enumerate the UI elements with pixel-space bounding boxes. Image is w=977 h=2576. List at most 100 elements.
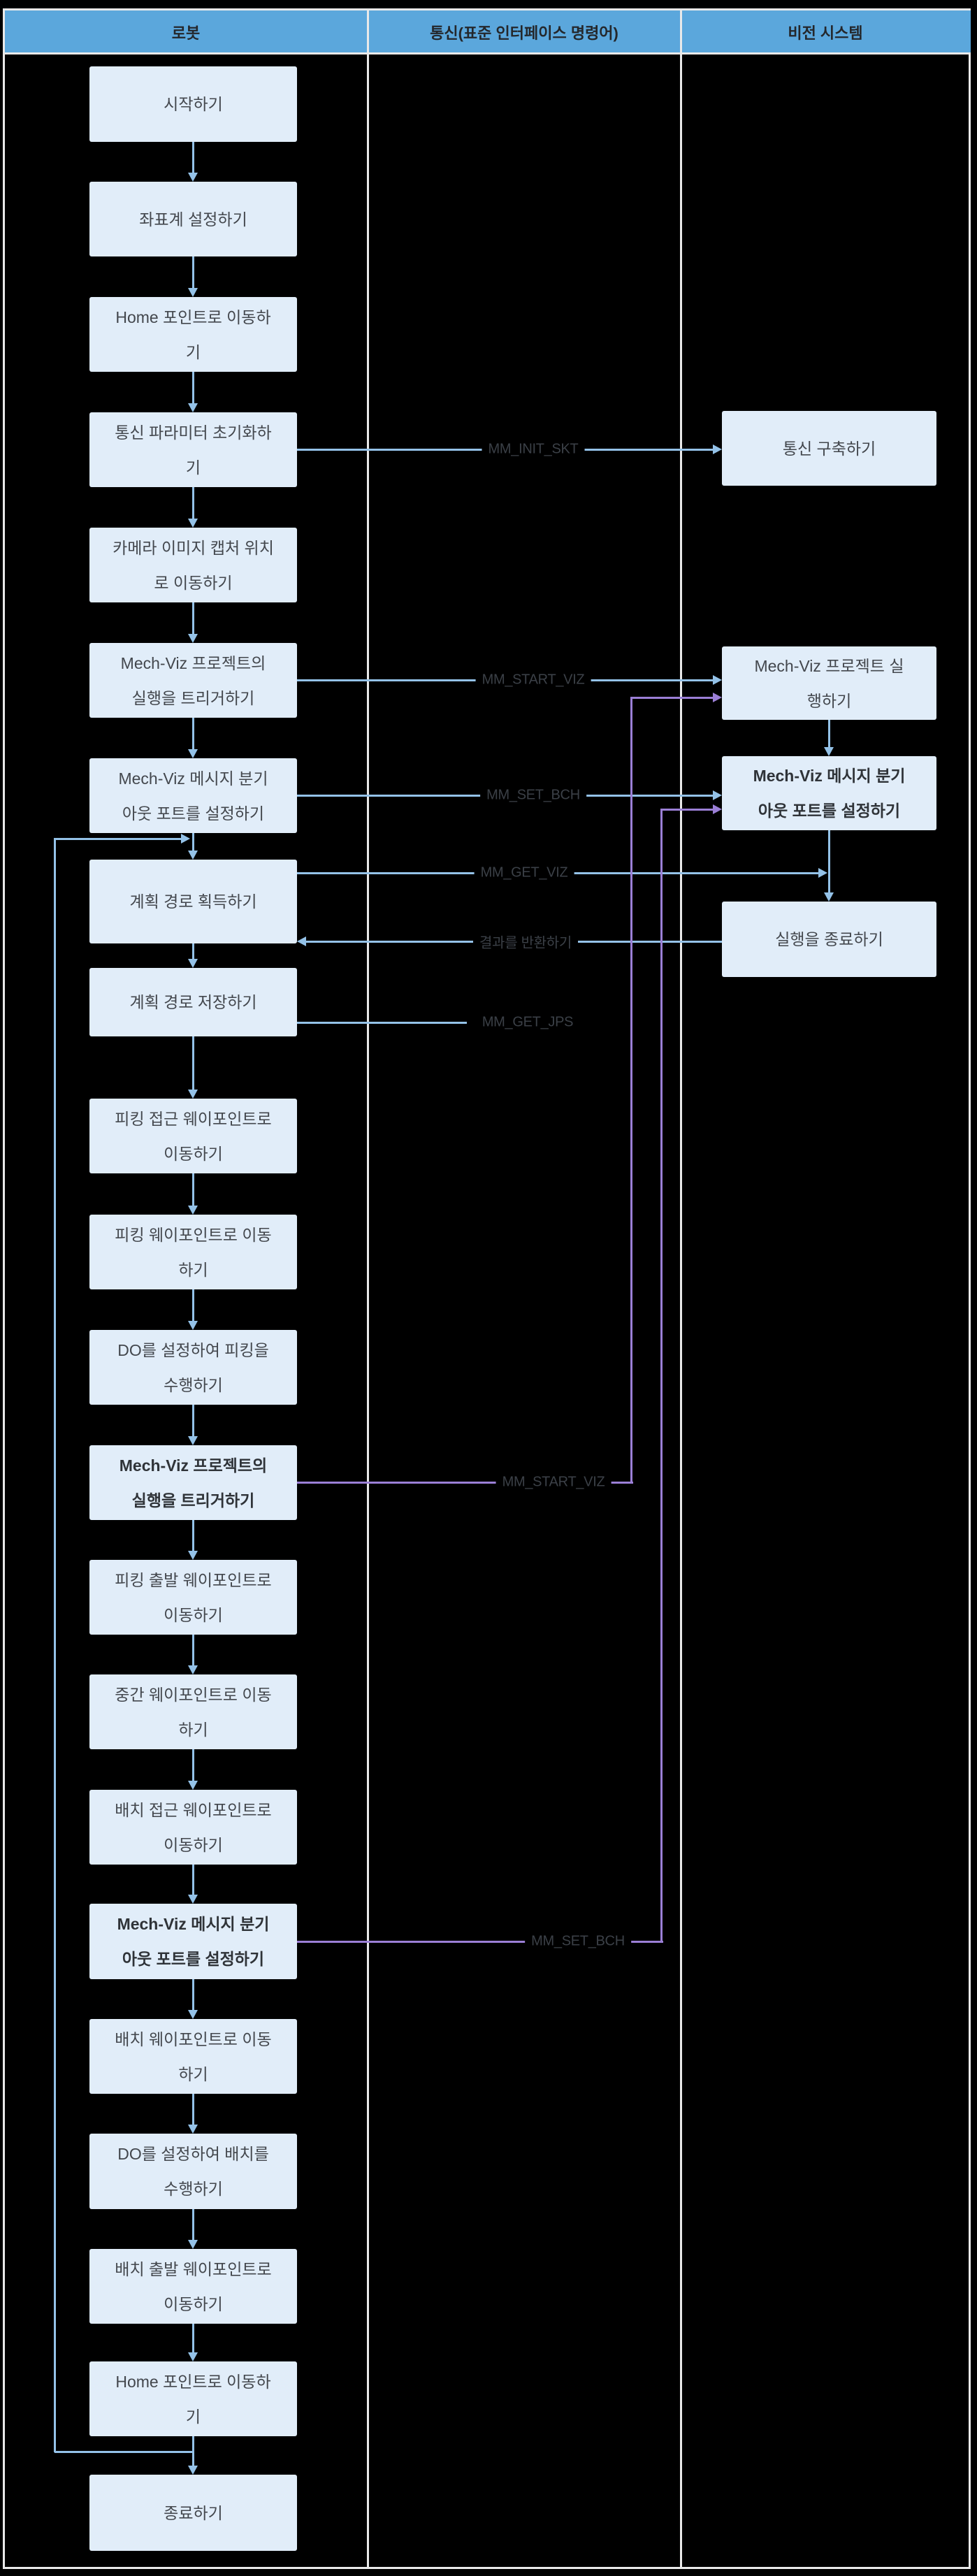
column-divider-comm-vision [680, 10, 682, 2567]
column-header-communication: 통신(표준 인터페이스 명령어) [430, 24, 618, 42]
robot-step-box: Mech-Viz 메시지 분기 아웃 포트를 설정하기 [89, 758, 297, 833]
robot-flow-connector [191, 1979, 194, 2011]
command-label: MM_START_VIZ [475, 672, 591, 688]
arrowhead-down-icon [188, 749, 198, 758]
column-header-vision-system: 비전 시스템 [788, 24, 863, 42]
robot-step-box: 배치 웨이포인트로 이동 하기 [89, 2019, 297, 2094]
robot-step-box: 계획 경로 저장하기 [89, 968, 297, 1036]
arrowhead-left-icon [297, 936, 306, 946]
command-label: MM_GET_VIZ [474, 864, 574, 881]
arrowhead-down-icon [188, 1781, 198, 1790]
mm-set-bch2-line [297, 1940, 663, 1943]
robot-flow-connector [191, 142, 194, 174]
command-label: MM_GET_JPS [475, 1014, 580, 1031]
robot-step-box: 피킹 접근 웨이포인트로 이동하기 [89, 1099, 297, 1173]
command-label: 결과를 반환하기 [473, 931, 578, 952]
robot-flow-connector [191, 1865, 194, 1896]
robot-flow-connector [191, 2094, 194, 2126]
robot-step-box: 종료하기 [89, 2475, 297, 2551]
robot-flow-connector [191, 2209, 194, 2241]
table-outer-border [3, 8, 971, 2569]
robot-flow-connector [191, 1520, 194, 1552]
arrowhead-down-icon [188, 1206, 198, 1215]
arrowhead-right-icon [818, 868, 827, 878]
vision-step-box: Mech-Viz 프로젝트 실 행하기 [722, 646, 936, 720]
arrowhead-down-icon [188, 2125, 198, 2134]
arrowhead-down-icon [188, 2352, 198, 2361]
loop-top-segment [55, 837, 181, 840]
robot-flow-connector [191, 372, 194, 405]
mm-start-viz2-entry [631, 696, 713, 699]
command-label: MM_SET_BCH [525, 1933, 631, 1950]
robot-step-box: DO를 설정하여 배치를 수행하기 [89, 2134, 297, 2209]
arrowhead-down-icon [188, 634, 198, 643]
arrowhead-down-icon [188, 1665, 198, 1674]
mm-set-bch2-riser [660, 809, 663, 1942]
robot-flow-connector [191, 943, 194, 960]
robot-step-box: 피킹 웨이포인트로 이동 하기 [89, 1215, 297, 1289]
robot-step-box: DO를 설정하여 피킹을 수행하기 [89, 1330, 297, 1405]
arrowhead-down-icon [188, 2466, 198, 2475]
arrowhead-down-icon [188, 959, 198, 968]
robot-flow-connector [191, 256, 194, 289]
robot-flow-connector [191, 718, 194, 751]
arrowhead-down-icon [824, 892, 834, 902]
vision-flow-connector [827, 720, 830, 748]
mm-get-jps-line [297, 1021, 467, 1024]
robot-step-box: 통신 파라미터 초기화하 기 [89, 412, 297, 487]
loop-bottom-segment [55, 2450, 194, 2453]
arrowhead-down-icon [188, 403, 198, 412]
arrowhead-right-icon [713, 693, 722, 702]
robot-step-box: 중간 웨이포인트로 이동 하기 [89, 1674, 297, 1749]
robot-flow-connector [191, 833, 194, 852]
arrowhead-down-icon [188, 1090, 198, 1099]
arrowhead-down-icon [188, 519, 198, 528]
robot-flow-connector [191, 1289, 194, 1322]
arrowhead-right-icon [181, 834, 190, 844]
arrowhead-down-icon [188, 288, 198, 297]
robot-flow-connector [191, 1405, 194, 1438]
arrowhead-right-icon [713, 675, 722, 685]
mm-start-viz2-line [297, 1481, 633, 1484]
robot-step-box: Mech-Viz 메시지 분기 아웃 포트를 설정하기 [89, 1904, 297, 1979]
robot-flow-connector [191, 1635, 194, 1667]
arrowhead-down-icon [188, 851, 198, 860]
arrowhead-down-icon [188, 2010, 198, 2019]
command-label: MM_START_VIZ [495, 1474, 611, 1491]
robot-step-box: 계획 경로 획득하기 [89, 860, 297, 943]
robot-flow-connector [191, 1749, 194, 1782]
robot-step-box: 좌표계 설정하기 [89, 182, 297, 256]
command-label: MM_INIT_SKT [482, 441, 585, 458]
arrowhead-down-icon [188, 173, 198, 182]
robot-step-box: Home 포인트로 이동하 기 [89, 297, 297, 372]
vision-step-box: Mech-Viz 메시지 분기 아웃 포트를 설정하기 [722, 756, 936, 830]
arrowhead-right-icon [713, 444, 722, 454]
header-row [5, 10, 971, 52]
robot-flow-connector [191, 1173, 194, 1207]
robot-step-box: Home 포인트로 이동하 기 [89, 2361, 297, 2436]
robot-step-box: Mech-Viz 프로젝트의 실행을 트리거하기 [89, 1445, 297, 1520]
arrowhead-right-icon [713, 790, 722, 800]
robot-step-box: 배치 출발 웨이포인트로 이동하기 [89, 2249, 297, 2324]
robot-step-box: 배치 접근 웨이포인트로 이동하기 [89, 1790, 297, 1865]
arrowhead-down-icon [188, 1551, 198, 1560]
robot-flow-connector [191, 2324, 194, 2354]
arrowhead-down-icon [188, 1895, 198, 1904]
robot-step-box: 카메라 이미지 캡처 위치 로 이동하기 [89, 528, 297, 602]
arrowhead-down-icon [824, 747, 834, 756]
robot-step-box: Mech-Viz 프로젝트의 실행을 트리거하기 [89, 643, 297, 718]
robot-flow-connector [191, 602, 194, 635]
arrowhead-down-icon [188, 1321, 198, 1330]
arrowhead-right-icon [713, 804, 722, 814]
robot-flow-connector [191, 487, 194, 520]
arrowhead-down-icon [188, 1436, 198, 1445]
vision-step-box: 통신 구축하기 [722, 411, 936, 486]
robot-flow-connector [191, 1036, 194, 1091]
mm-set-bch2-entry [661, 808, 713, 811]
vision-flow-connector [827, 830, 830, 894]
vision-step-box: 실행을 종료하기 [722, 902, 936, 977]
column-divider-robot-comm [367, 10, 369, 2567]
